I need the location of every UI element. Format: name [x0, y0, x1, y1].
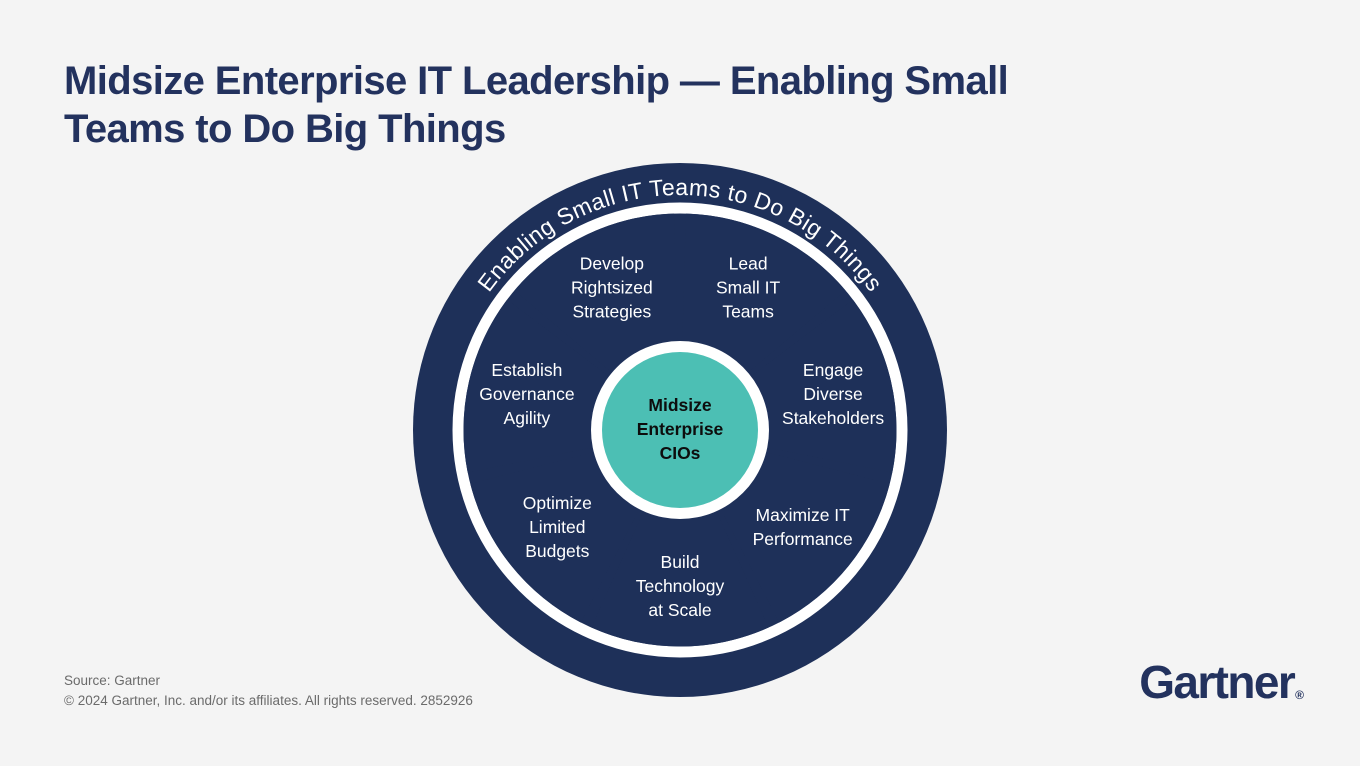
segment-label-line: Performance: [753, 529, 853, 549]
segment-label-line: at Scale: [648, 600, 711, 620]
gartner-logo: Gartner ®: [1139, 659, 1304, 705]
page-title: Midsize Enterprise IT Leadership — Enabl…: [64, 57, 1184, 153]
footer-copyright: © 2024 Gartner, Inc. and/or its affiliat…: [64, 693, 473, 708]
page-title-line-2: Teams to Do Big Things: [64, 107, 506, 151]
core-label-line-1: Midsize: [648, 395, 711, 415]
wheel-diagram: Enabling Small IT Teams to Do Big Things…: [413, 163, 947, 697]
segment-label-line: Engage: [803, 360, 863, 380]
segment-label-line: Governance: [479, 384, 574, 404]
segment-label-line: Agility: [504, 408, 551, 428]
segment-label-line: Small IT: [716, 277, 780, 297]
segment-label-line: Optimize: [523, 493, 592, 513]
wheel-segment-develop-rightsized-strategies[interactable]: [514, 213, 678, 373]
segment-label-line: Maximize IT: [756, 505, 851, 525]
segment-label-line: Rightsized: [571, 277, 653, 297]
ring-separator: [452, 202, 908, 658]
segment-label-line: Budgets: [525, 541, 589, 561]
segment-label-line: Diverse: [803, 384, 862, 404]
core-label: Midsize Enterprise CIOs: [637, 395, 724, 463]
core-label-line-3: CIOs: [660, 443, 701, 463]
registered-trademark-icon: ®: [1295, 688, 1304, 702]
wheel-segment-maximize-it-performance[interactable]: [720, 452, 890, 623]
segment-label-line: Strategies: [573, 301, 652, 321]
segment-label-line: Limited: [529, 517, 585, 537]
segment-label-line: Develop: [580, 253, 644, 273]
page-title-line-1: Midsize Enterprise IT Leadership — Enabl…: [64, 59, 1009, 103]
wheel-segment-lead-small-it-teams[interactable]: [682, 213, 846, 373]
gartner-wordmark: Gartner: [1139, 656, 1296, 708]
wheel-segment-engage-diverse-stakeholders[interactable]: [751, 299, 897, 473]
segment-label-line: Build: [661, 552, 700, 572]
wheel-segment-build-technology-at-scale[interactable]: [591, 511, 769, 647]
segment-label-line: Teams: [722, 301, 774, 321]
core-label-line-2: Enterprise: [637, 419, 724, 439]
segment-label-line: Technology: [636, 576, 725, 596]
footer: Source: Gartner © 2024 Gartner, Inc. and…: [64, 671, 473, 711]
footer-source: Source: Gartner: [64, 673, 161, 688]
segment-label-line: Lead: [729, 253, 768, 273]
segment-group: [463, 213, 897, 647]
segment-label-line: Stakeholders: [782, 408, 884, 428]
segment-label-line: Establish: [491, 360, 562, 380]
wheel-segment-optimize-limited-budgets[interactable]: [470, 452, 640, 623]
segment-label-maximize-it-performance: Maximize IT Performance: [753, 505, 853, 549]
wheel-segment-establish-governance-agility[interactable]: [463, 299, 609, 473]
core-disc: [602, 352, 758, 508]
